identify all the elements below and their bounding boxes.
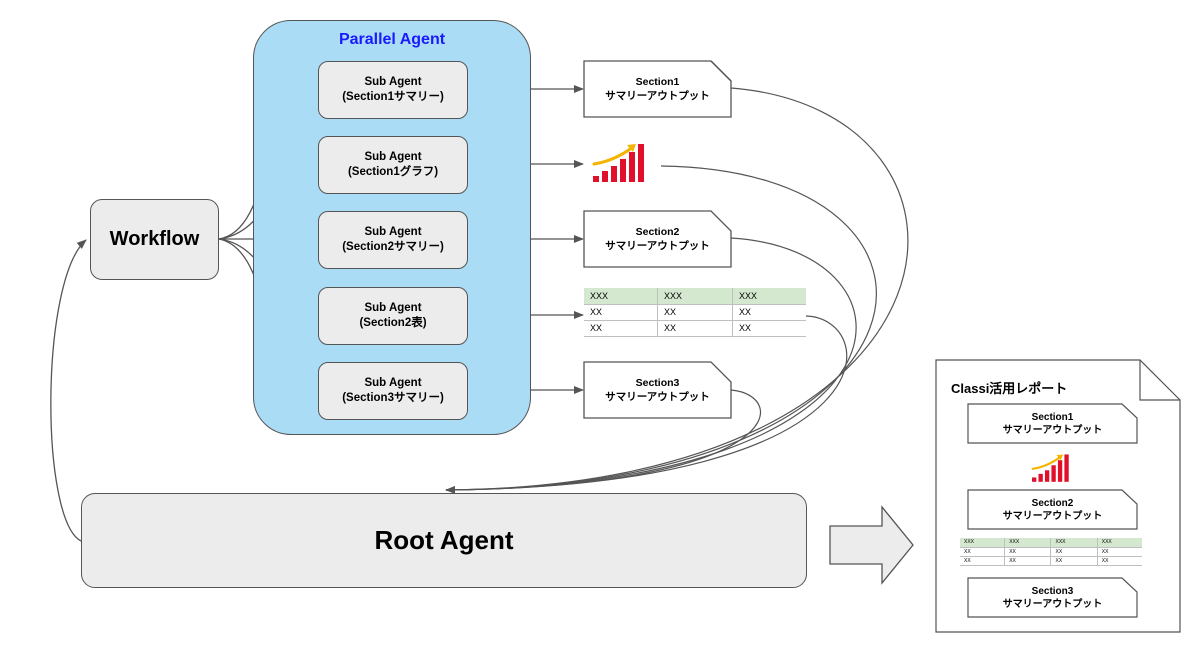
table-cell: XX (657, 304, 733, 321)
doc-subtitle: サマリーアウトプット (605, 240, 710, 252)
doc-subtitle: サマリーアウトプット (1002, 598, 1103, 610)
table-cell: XX (960, 556, 1006, 566)
doc-title: Section3 (635, 377, 680, 389)
sub-agent-label: Sub Agent (364, 226, 422, 238)
table-row: XX XX XX (584, 304, 806, 321)
sub-agent-role: (Section2サマリー) (342, 241, 444, 253)
doc-title: Section1 (635, 76, 680, 88)
table-header-cell: XXX (1097, 538, 1142, 548)
workflow-node[interactable]: Workflow (90, 199, 219, 280)
sub-agent-label: Sub Agent (364, 302, 422, 314)
sub-agent-section1-summary[interactable]: Sub Agent (Section1サマリー) (318, 61, 468, 119)
output-section3-summary: Section3 サマリーアウトプット (584, 362, 731, 418)
doc-section2-shape (583, 210, 732, 268)
output-section2-table: XXX XXX XXX XX XX XX XX XX XX (584, 288, 806, 337)
report-doc-section2-shape (967, 489, 1138, 530)
root-to-workflow-connector (50, 239, 87, 542)
table-row: XX XX XX XX (960, 556, 1142, 566)
table-cell: XX (732, 320, 806, 337)
table-cell: XX (657, 320, 733, 337)
sub-agent-role: (Section2表) (359, 317, 427, 329)
output-section2-summary: Section2 サマリーアウトプット (584, 211, 731, 267)
doc-subtitle: サマリーアウトプット (1002, 510, 1103, 522)
table-cell: XX (960, 547, 1006, 557)
output-to-root-connectors (445, 87, 909, 494)
report-section1-summary: Section1 サマリーアウトプット (968, 404, 1137, 443)
sub-agent-role: (Section3サマリー) (342, 392, 444, 404)
sub-agent-role: (Section1サマリー) (342, 91, 444, 103)
root-agent-label: Root Agent (374, 525, 514, 555)
table-header-cell: XXX (960, 538, 1006, 548)
parallel-agent-title: Parallel Agent (338, 31, 446, 48)
report-title: Classi活用レポート (951, 381, 1068, 396)
doc-section3-shape (583, 361, 732, 419)
output-section1-summary: Section1 サマリーアウトプット (584, 61, 731, 117)
table-row: XX XX XX (584, 320, 806, 337)
big-arrow-shape (829, 505, 914, 585)
table-header-row: XXX XXX XXX XXX (960, 538, 1142, 548)
table-cell: XX (732, 304, 806, 321)
table-cell: XX (1004, 556, 1052, 566)
sub-agent-section3-summary[interactable]: Sub Agent (Section3サマリー) (318, 362, 468, 420)
sub-agent-section1-graph[interactable]: Sub Agent (Section1グラフ) (318, 136, 468, 194)
report-section2-summary: Section2 サマリーアウトプット (968, 490, 1137, 529)
sub-agent-label: Sub Agent (364, 377, 422, 389)
output-doc-shapes (583, 60, 732, 419)
doc-title: Section3 (1031, 585, 1074, 597)
table-cell: XX (1097, 556, 1142, 566)
sub-agent-section2-table[interactable]: Sub Agent (Section2表) (318, 287, 468, 345)
doc-title: Section1 (1031, 411, 1074, 423)
doc-section1-shape (583, 60, 732, 118)
doc-title: Section2 (1031, 497, 1074, 509)
table-header-cell: XXX (732, 288, 806, 305)
table-cell: XX (1050, 547, 1098, 557)
table-cell: XX (584, 320, 658, 337)
workflow-label: Workflow (109, 228, 200, 250)
report-section2-table: XXX XXX XXX XXX XX XX XX XX XX XX XX XX (960, 538, 1142, 566)
table-header-cell: XXX (584, 288, 658, 305)
report-section3-summary: Section3 サマリーアウトプット (968, 578, 1137, 617)
sub-agent-section2-summary[interactable]: Sub Agent (Section2サマリー) (318, 211, 468, 269)
doc-subtitle: サマリーアウトプット (1002, 424, 1103, 436)
table-header-cell: XXX (1050, 538, 1098, 548)
table-header-cell: XXX (1004, 538, 1052, 548)
table-cell: XX (584, 304, 658, 321)
table-cell: XX (1050, 556, 1098, 566)
doc-subtitle: サマリーアウトプット (605, 90, 710, 102)
table-cell: XX (1004, 547, 1052, 557)
report-doc-section1-shape (967, 403, 1138, 444)
doc-subtitle: サマリーアウトプット (605, 391, 710, 403)
doc-title: Section2 (635, 226, 680, 238)
sub-agent-role: (Section1グラフ) (347, 166, 439, 178)
table-header-cell: XXX (657, 288, 733, 305)
table-row: XX XX XX XX (960, 547, 1142, 557)
report-chart-icon (1031, 454, 1069, 482)
sub-agent-label: Sub Agent (364, 76, 422, 88)
root-agent-node[interactable]: Root Agent (81, 493, 807, 588)
sub-agent-label: Sub Agent (364, 151, 422, 163)
table-cell: XX (1097, 547, 1142, 557)
report-doc-section3-shape (967, 577, 1138, 618)
chart-icon (592, 144, 644, 182)
table-header-row: XXX XXX XXX (584, 288, 806, 305)
